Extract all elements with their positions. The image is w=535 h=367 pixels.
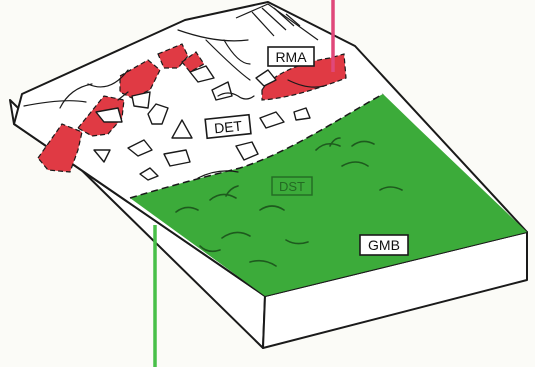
label-det: DET <box>205 115 251 138</box>
label-gmb: GMB <box>360 235 408 255</box>
label-det-text: DET <box>213 118 243 137</box>
label-rma: RMA <box>268 47 314 66</box>
label-dst-text: DST <box>279 179 305 194</box>
label-gmb-text: GMB <box>368 237 400 253</box>
label-rma-text: RMA <box>275 49 307 65</box>
